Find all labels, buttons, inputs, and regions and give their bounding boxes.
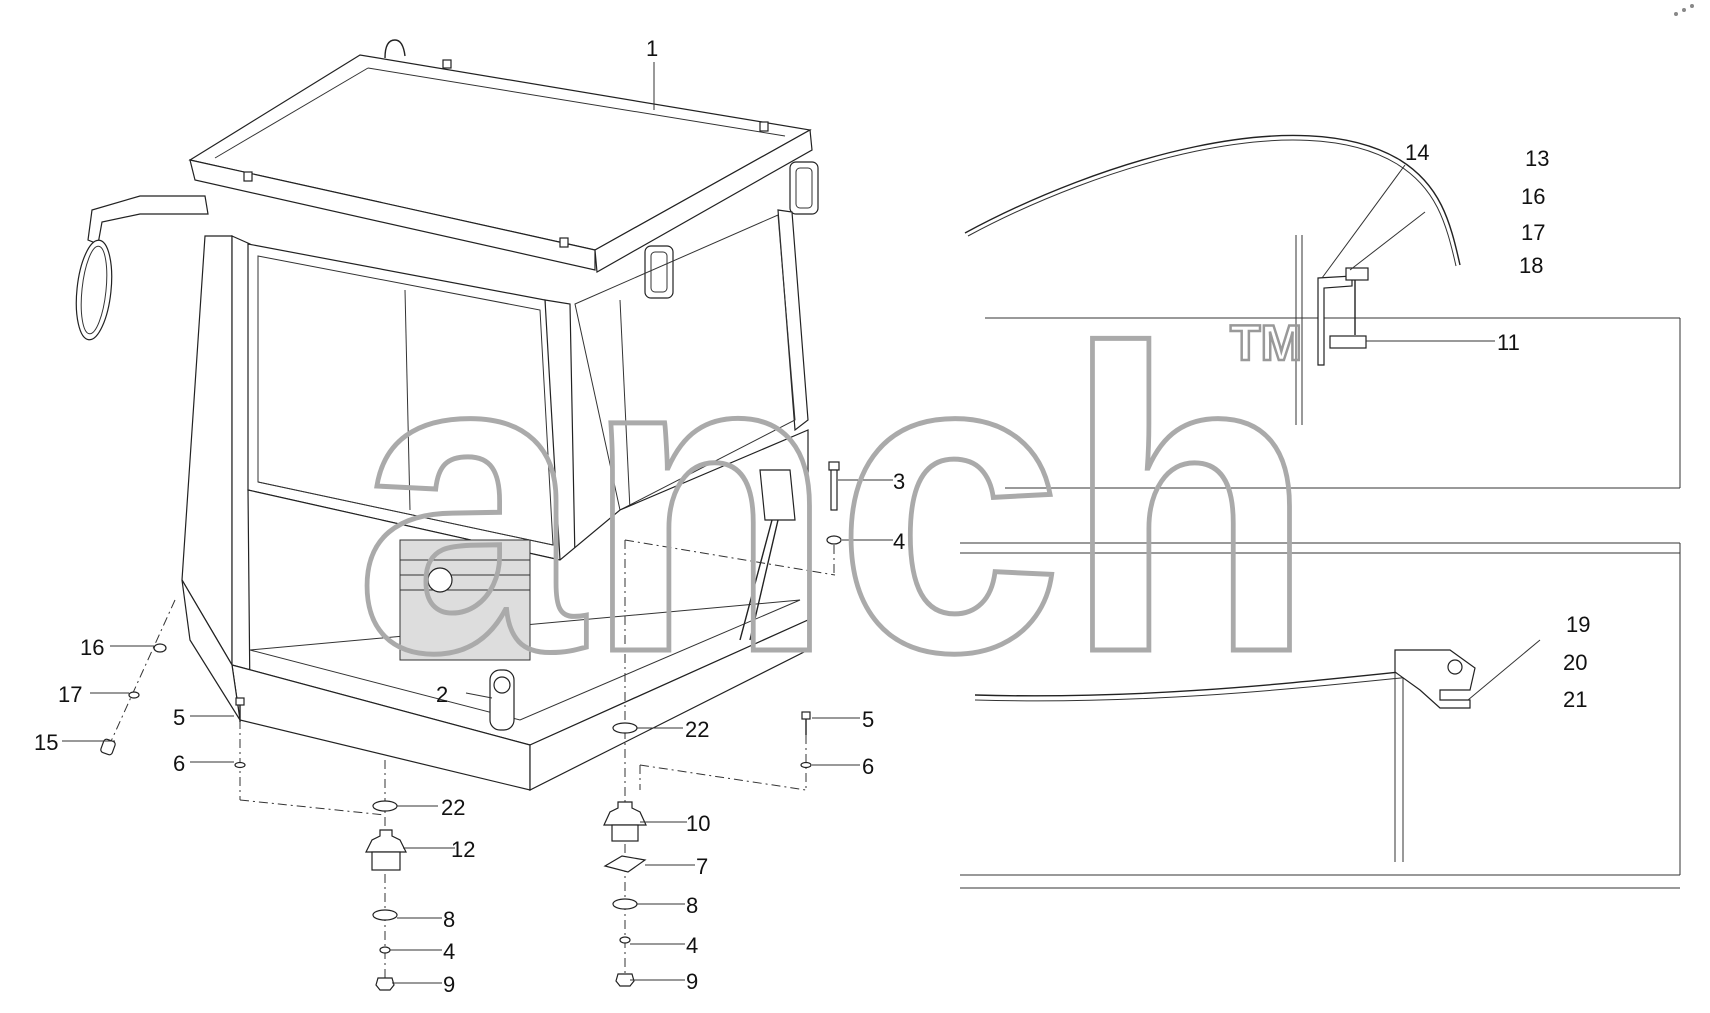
callout-21: 21 [1563, 687, 1587, 712]
watermark-text: anch [355, 262, 1315, 742]
callout-8: 8 [443, 907, 455, 932]
callout-18: 18 [1519, 253, 1543, 278]
washer-8-left [372, 909, 398, 921]
callout-16: 16 [80, 635, 104, 660]
left-mirror [75, 239, 113, 341]
callout-7: 7 [696, 854, 708, 879]
callout-8: 8 [686, 893, 698, 918]
callout-22: 22 [441, 795, 465, 820]
washer-6-left [234, 761, 246, 769]
callout-6: 6 [173, 751, 185, 776]
rubber-mount-12 [365, 829, 407, 853]
plate-7 [603, 855, 647, 873]
lock-washer-4-left [379, 946, 391, 954]
washer-4 [826, 535, 842, 545]
cab-roof [188, 54, 812, 251]
fastener-13-18 [1345, 267, 1369, 281]
leader-lines [62, 62, 1541, 984]
callout-17: 17 [58, 682, 82, 707]
right-roof-lamp [789, 161, 819, 215]
callout-13: 13 [1525, 146, 1549, 171]
callout-16: 16 [1521, 184, 1545, 209]
callout-22: 22 [685, 717, 709, 742]
washer-8-right [612, 898, 638, 910]
detail-view-bottom [960, 542, 1681, 889]
mount-stack-left [234, 697, 407, 991]
callout-5: 5 [173, 705, 185, 730]
callout-9: 9 [686, 969, 698, 994]
cab-assembly [75, 39, 819, 791]
detail-view-top [964, 134, 1681, 489]
cable-lower [974, 669, 1421, 697]
bolt-3-stack [826, 461, 842, 575]
bracket-19-21 [1394, 649, 1476, 709]
callout-4: 4 [893, 529, 905, 554]
lock-washer-4-right [619, 936, 631, 944]
callout-6: 6 [862, 754, 874, 779]
lock-washer-17 [128, 691, 140, 699]
trademark-symbol: TM [1230, 315, 1302, 371]
callout-14: 14 [1405, 140, 1429, 165]
rubber-mount-10 [603, 801, 647, 826]
callout-labels: 1 2 3 4 5 5 6 6 7 8 8 4 4 9 9 10 11 12 1… [34, 36, 1590, 997]
bolt-15 [100, 738, 116, 756]
nut-9-right [615, 973, 635, 987]
callout-10: 10 [686, 811, 710, 836]
nut-9-left [375, 977, 395, 991]
callout-15: 15 [34, 730, 58, 755]
corner-mark [1674, 4, 1694, 16]
bracket-14 [1317, 275, 1353, 366]
callout-2: 2 [436, 682, 448, 707]
watermark-logo: anch TM [353, 260, 1318, 745]
washer-16 [153, 643, 167, 653]
washer-6-right [800, 761, 812, 769]
bolt-5-left [235, 697, 245, 706]
callout-17: 17 [1521, 220, 1545, 245]
washer-22-left [372, 800, 398, 812]
callout-19: 19 [1566, 612, 1590, 637]
callout-1: 1 [646, 36, 658, 61]
callout-20: 20 [1563, 650, 1587, 675]
cable-upper [964, 134, 1461, 266]
callout-12: 12 [451, 837, 475, 862]
left-fastener-stack [100, 599, 176, 756]
mount-stack-right [603, 539, 836, 987]
callout-4: 4 [443, 939, 455, 964]
callout-11: 11 [1497, 330, 1520, 355]
callout-9: 9 [443, 972, 455, 997]
left-mirror-arm [87, 195, 209, 245]
callout-4: 4 [686, 933, 698, 958]
callout-3: 3 [893, 469, 905, 494]
front-roof-lamp [644, 245, 674, 299]
clamp-11 [1329, 335, 1367, 349]
callout-5: 5 [862, 707, 874, 732]
